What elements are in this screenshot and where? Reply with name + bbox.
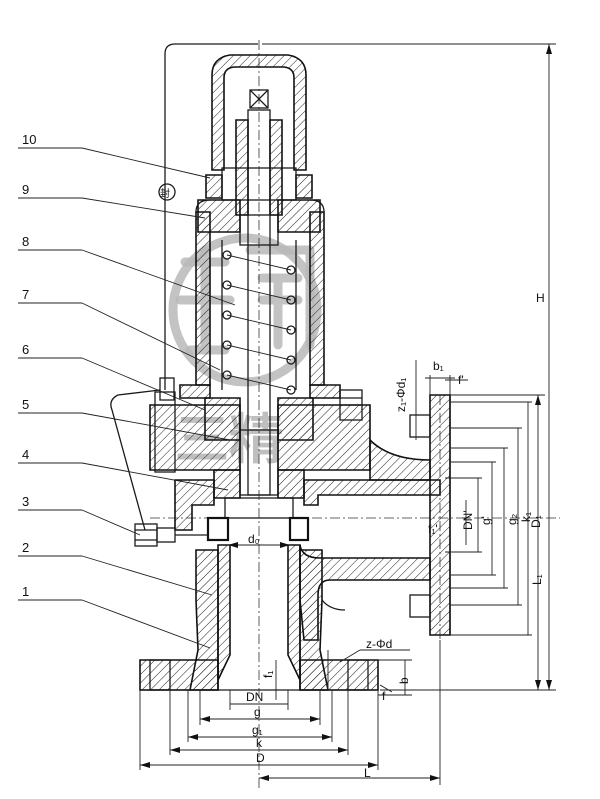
dim-g: g [254,705,261,719]
dim-g1: g₁ [252,723,263,737]
part-label-3: 3 [22,494,29,509]
dim-b: b [397,677,411,684]
dim-DN: DN [246,690,263,704]
adjusting-ring [134,516,310,547]
part-label-2: 2 [22,540,29,555]
inlet-flange [139,659,379,691]
dimension-lines [139,43,556,785]
dim-g-prime: g' [479,516,493,525]
dim-L1: L₁ [530,574,544,585]
dim-H: H [536,291,545,305]
seal-mark: 封 [160,187,170,200]
dim-k: k [256,736,263,750]
dim-L: L [364,766,371,780]
leader-lines [18,147,236,649]
dim-f1-prime: f₁' [428,522,438,536]
part-label-8: 8 [22,234,29,249]
dim-d0: d₀ [248,532,260,546]
dim-D: D [256,751,265,765]
part-labels: 10 9 8 7 6 5 4 3 2 1 [22,132,36,599]
bonnet [179,199,341,399]
dim-z1-phi-d1: z₁-Φd₁ [394,378,408,412]
spring [221,240,297,395]
dim-DN-prime: DN' [461,510,475,530]
lock-nut [205,167,313,201]
outlet-branch [299,544,431,641]
part-label-6: 6 [22,342,29,357]
dim-k1: k₁ [519,512,533,522]
part-label-5: 5 [22,397,29,412]
dim-z-phi-d: z-Φd [366,637,392,651]
dim-f-prime: f' [458,373,464,387]
dim-b1: b₁ [433,359,444,373]
valve-cap [211,54,307,171]
part-label-9: 9 [22,182,29,197]
outlet-flange [409,394,451,636]
part-label-4: 4 [22,447,29,462]
part-label-1: 1 [22,584,29,599]
dim-f: f [382,689,386,703]
part-label-7: 7 [22,287,29,302]
seal-wire [110,43,258,531]
dim-f1: f₁ [261,671,275,678]
dimension-labels: H L₁ D₁ k₁ g₂ g' DN' f₁' b₁ f' z₁-Φd₁ d₀… [246,291,545,780]
dim-D1: D₁ [529,515,543,528]
part-label-10: 10 [22,132,36,147]
dim-g2: g₂ [505,513,519,525]
